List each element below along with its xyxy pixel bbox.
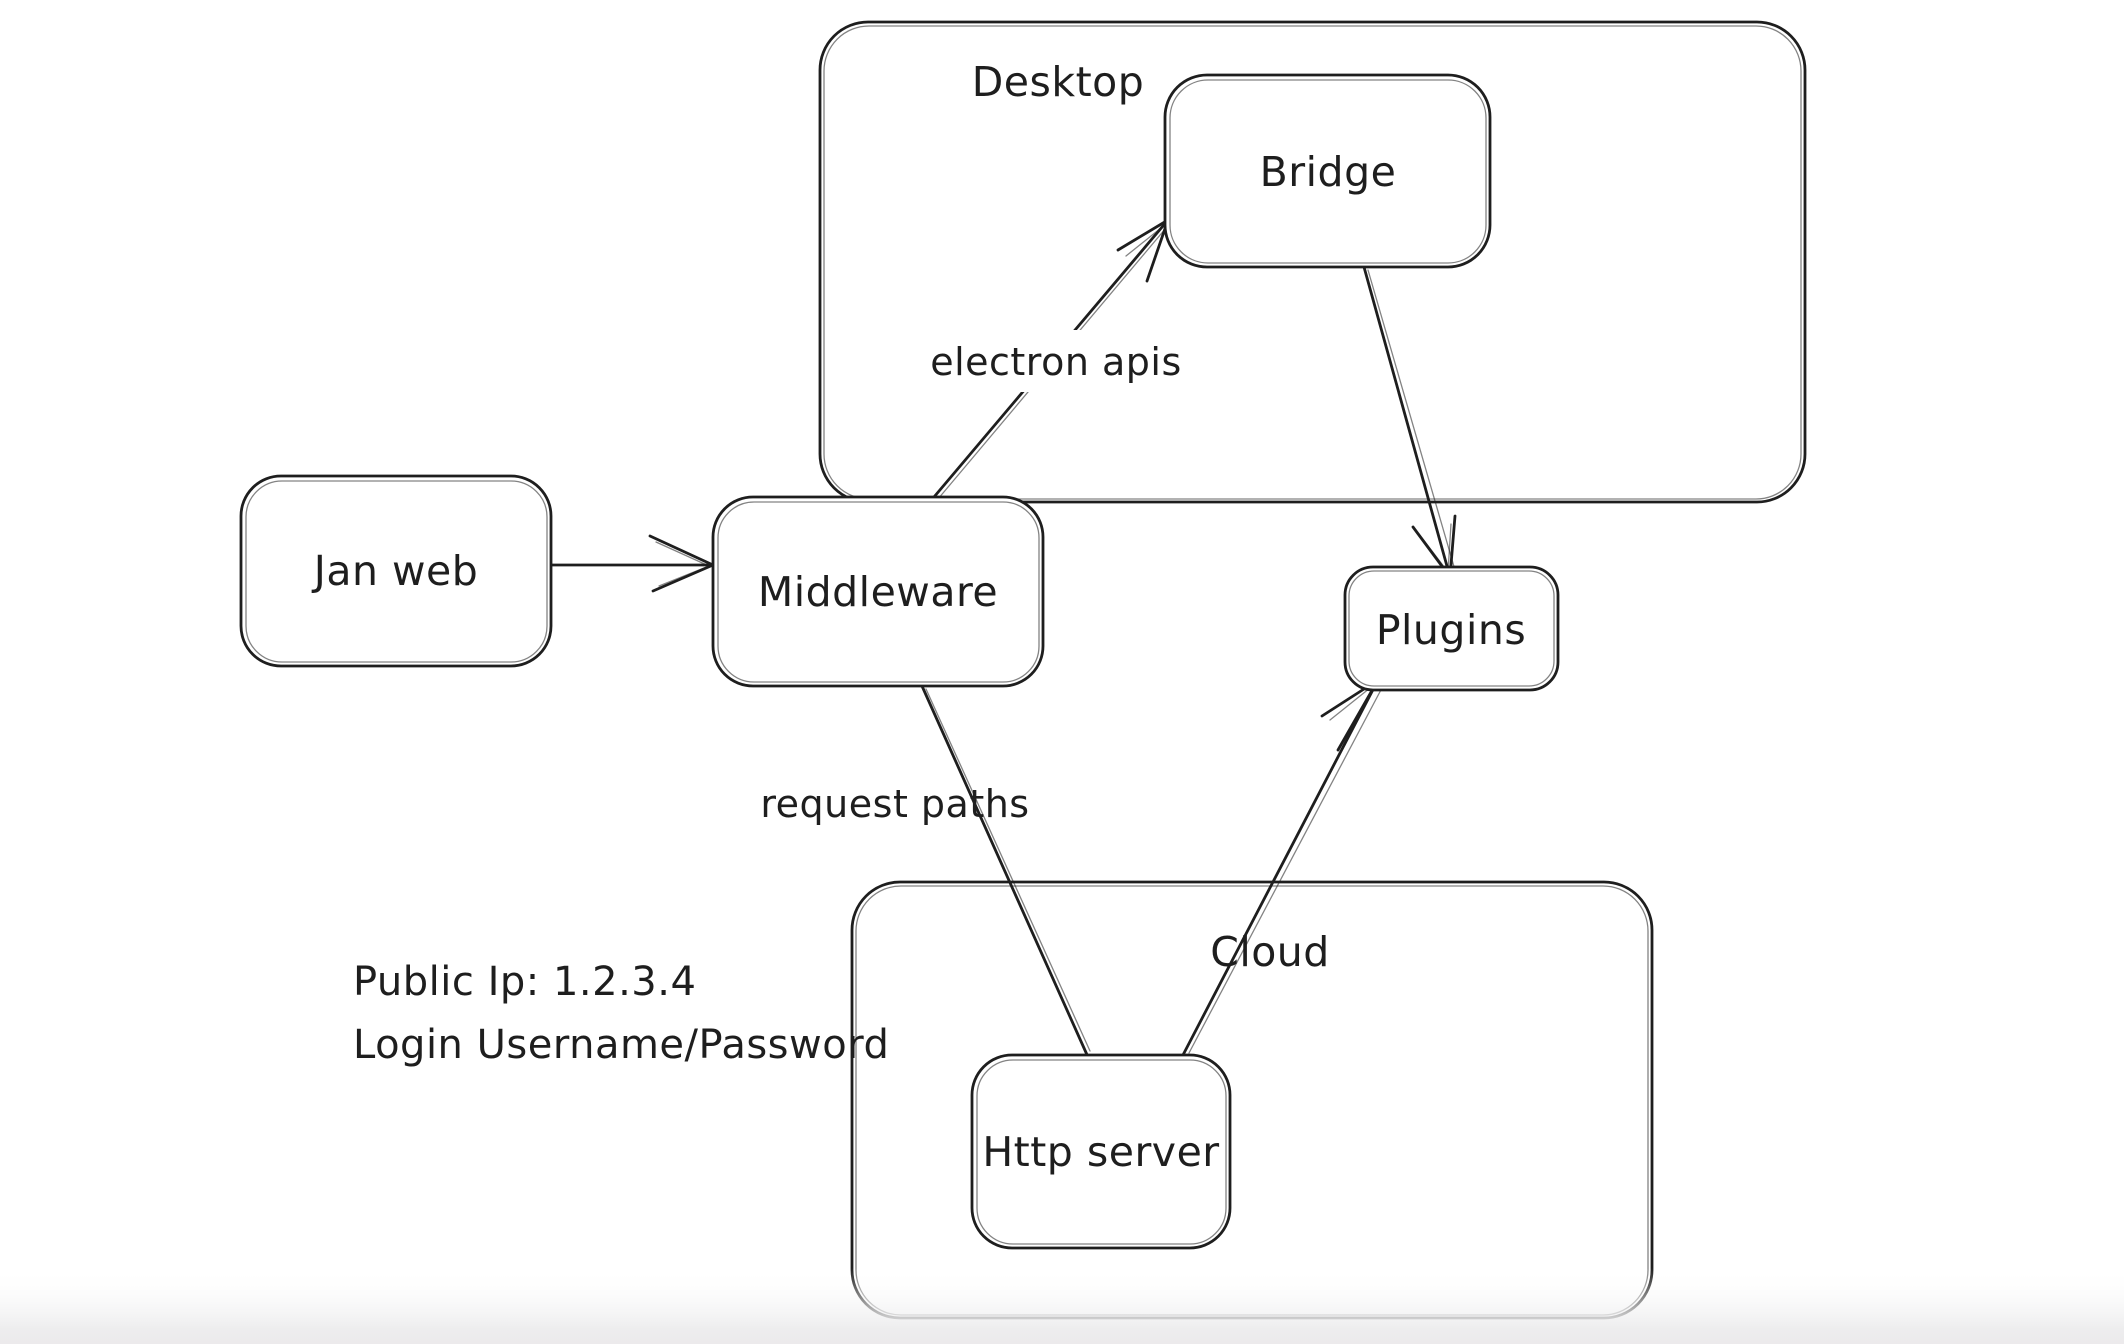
edge-middleware-bridge: electron apis bbox=[915, 218, 1200, 500]
desktop-container-border-sketch bbox=[823, 25, 1802, 500]
jan-web-box bbox=[239, 474, 553, 668]
node-bridge: Bridge bbox=[1163, 73, 1492, 269]
annotation-login: Login Username/Password bbox=[353, 1022, 889, 1068]
node-jan-web: Jan web bbox=[239, 474, 553, 668]
middleware-box-sketch bbox=[717, 501, 1040, 683]
http-server-label: Http server bbox=[982, 1128, 1219, 1176]
plugins-box bbox=[1343, 565, 1560, 692]
edge-middleware-httpserver bbox=[920, 684, 1091, 1059]
annotation-public-ip: Public Ip: 1.2.3.4 bbox=[353, 959, 696, 1005]
http-server-box bbox=[970, 1053, 1232, 1250]
edge-label-request-paths: request paths bbox=[760, 782, 1029, 826]
plugins-label: Plugins bbox=[1376, 606, 1526, 654]
jan-web-label: Jan web bbox=[311, 547, 479, 595]
http-server-box-sketch bbox=[976, 1059, 1227, 1245]
cloud-container-label: Cloud bbox=[1210, 928, 1330, 976]
edge-label-background bbox=[915, 330, 1200, 392]
page-bottom-shade bbox=[0, 1268, 2124, 1344]
bridge-box bbox=[1163, 73, 1492, 269]
annotation-credentials: Public Ip: 1.2.3.4 Login Username/Passwo… bbox=[353, 959, 889, 1068]
edge-label-electron-apis: electron apis bbox=[930, 340, 1182, 384]
plugins-box-sketch bbox=[1348, 570, 1555, 687]
node-middleware: Middleware bbox=[711, 495, 1045, 688]
bridge-label: Bridge bbox=[1260, 148, 1397, 196]
jan-web-box-sketch bbox=[245, 480, 548, 663]
node-http-server: Http server bbox=[970, 1053, 1232, 1250]
bridge-box-sketch bbox=[1169, 79, 1487, 264]
middleware-box bbox=[711, 495, 1045, 688]
node-plugins: Plugins bbox=[1343, 565, 1560, 692]
middleware-label: Middleware bbox=[758, 568, 998, 616]
desktop-container-label: Desktop bbox=[972, 58, 1145, 106]
edge-janweb-middleware bbox=[549, 534, 715, 593]
